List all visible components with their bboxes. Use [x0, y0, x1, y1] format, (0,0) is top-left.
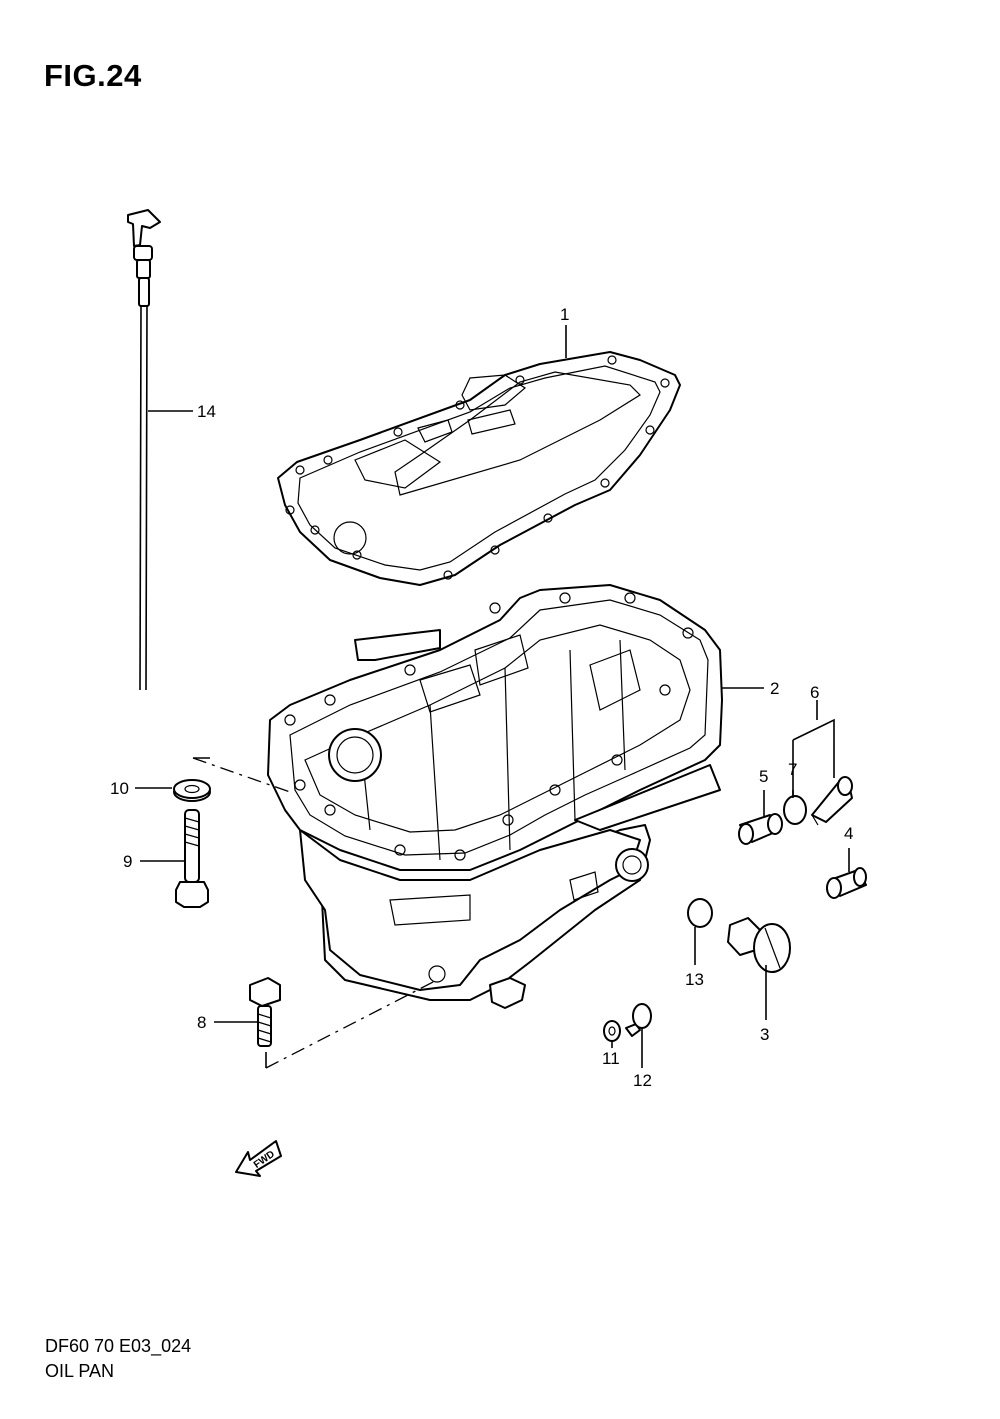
- figure-title: FIG.24: [44, 58, 142, 93]
- callout-10: 10: [110, 779, 129, 798]
- callout-9: 9: [123, 852, 132, 871]
- callout-6: 6: [810, 683, 819, 702]
- drain-plug-small: [603, 1003, 652, 1042]
- plug-5: [738, 813, 783, 845]
- callout-8: 8: [197, 1013, 206, 1032]
- callout-1: 1: [560, 305, 569, 324]
- callout-7: 7: [788, 760, 797, 779]
- gasket: [277, 351, 681, 586]
- callout-14: 14: [197, 402, 216, 421]
- long-bolt: [175, 809, 209, 908]
- callout-3: 3: [760, 1025, 769, 1044]
- o-ring-large: [687, 898, 713, 928]
- plug-4: [826, 867, 867, 899]
- dipstick: [127, 209, 161, 691]
- callout-4: 4: [844, 824, 853, 843]
- o-ring-small: [783, 795, 807, 825]
- callout-5: 5: [759, 767, 768, 786]
- forward-arrow-icon: FWD: [235, 1140, 282, 1177]
- oil-pan: [267, 584, 723, 1009]
- callout-11: 11: [602, 1049, 620, 1068]
- washer: [173, 779, 211, 802]
- drain-bolt: [727, 917, 791, 973]
- diagram-name: OIL PAN: [45, 1361, 115, 1381]
- sensor-6: [811, 776, 853, 826]
- callout-13: 13: [685, 970, 704, 989]
- callout-2: 2: [770, 679, 779, 698]
- callout-12: 12: [633, 1071, 652, 1090]
- diagram-code: DF60 70 E03_024: [45, 1336, 192, 1356]
- flange-bolt: [249, 977, 281, 1047]
